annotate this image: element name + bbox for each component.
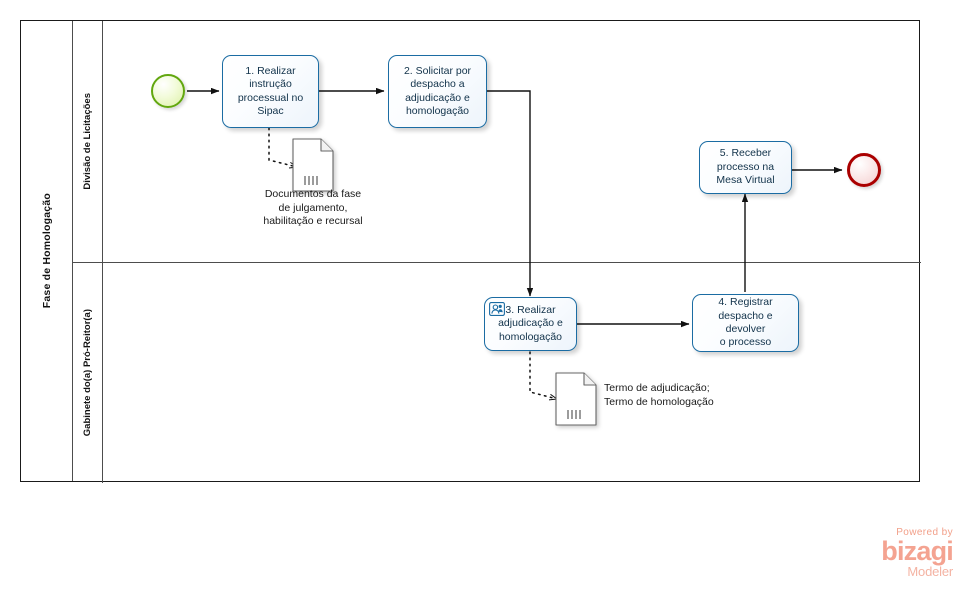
task-2-label: 2. Solicitar por despacho a adjudicação … xyxy=(403,64,472,117)
end-event[interactable] xyxy=(847,153,881,187)
task-5-label: 5. Receber processo na Mesa Virtual xyxy=(716,147,775,187)
start-event[interactable] xyxy=(151,74,185,108)
data-object-2-icon[interactable] xyxy=(555,372,597,426)
task-2-solicitar-despacho[interactable]: 2. Solicitar por despacho a adjudicação … xyxy=(388,55,487,128)
task-4-registrar-despacho[interactable]: 4. Registrar despacho e devolver o proce… xyxy=(692,294,799,352)
data-object-1-icon[interactable] xyxy=(292,138,334,192)
watermark-powered-by: Powered by xyxy=(896,527,953,538)
data-object-2-label: Termo de adjudicação; Termo de homologaç… xyxy=(604,382,714,408)
lane-gabinete-pro-reitor[interactable]: Gabinete do(a) Pró-Reitor(a) xyxy=(73,263,921,483)
bizagi-watermark: Powered by bizagi Modeler xyxy=(843,527,954,586)
lane-title-gabinete-pro-reitor: Gabinete do(a) Pró-Reitor(a) xyxy=(82,309,93,437)
task-4-label: 4. Registrar despacho e devolver o proce… xyxy=(718,296,773,349)
task-3-label: 3. Realizar adjudicação e homologação xyxy=(498,303,563,343)
pool-title: Fase de Homologação xyxy=(40,193,53,309)
lane-header-gabinete-pro-reitor: Gabinete do(a) Pró-Reitor(a) xyxy=(73,263,103,483)
lane-header-divisao-de-licitacoes: Divisão de Licitações xyxy=(73,21,103,262)
lane-title-divisao-de-licitacoes: Divisão de Licitações xyxy=(82,93,93,190)
task-1-label: 1. Realizar instrução processual no Sipa… xyxy=(237,64,304,117)
watermark-brand: bizagi xyxy=(881,536,954,566)
data-object-1-label: Documentos da fase de julgamento, habili… xyxy=(263,188,363,228)
pool-header: Fase de Homologação xyxy=(21,21,73,481)
task-1-realizar-instrucao-processual[interactable]: 1. Realizar instrução processual no Sipa… xyxy=(222,55,319,128)
task-3-realizar-adjudicacao[interactable]: 3. Realizar adjudicação e homologação xyxy=(484,297,577,351)
lane-divisao-de-licitacoes[interactable]: Divisão de Licitações xyxy=(73,21,921,263)
task-5-receber-processo[interactable]: 5. Receber processo na Mesa Virtual xyxy=(699,141,792,194)
watermark-product: Modeler xyxy=(907,563,953,579)
user-task-icon xyxy=(489,302,505,316)
